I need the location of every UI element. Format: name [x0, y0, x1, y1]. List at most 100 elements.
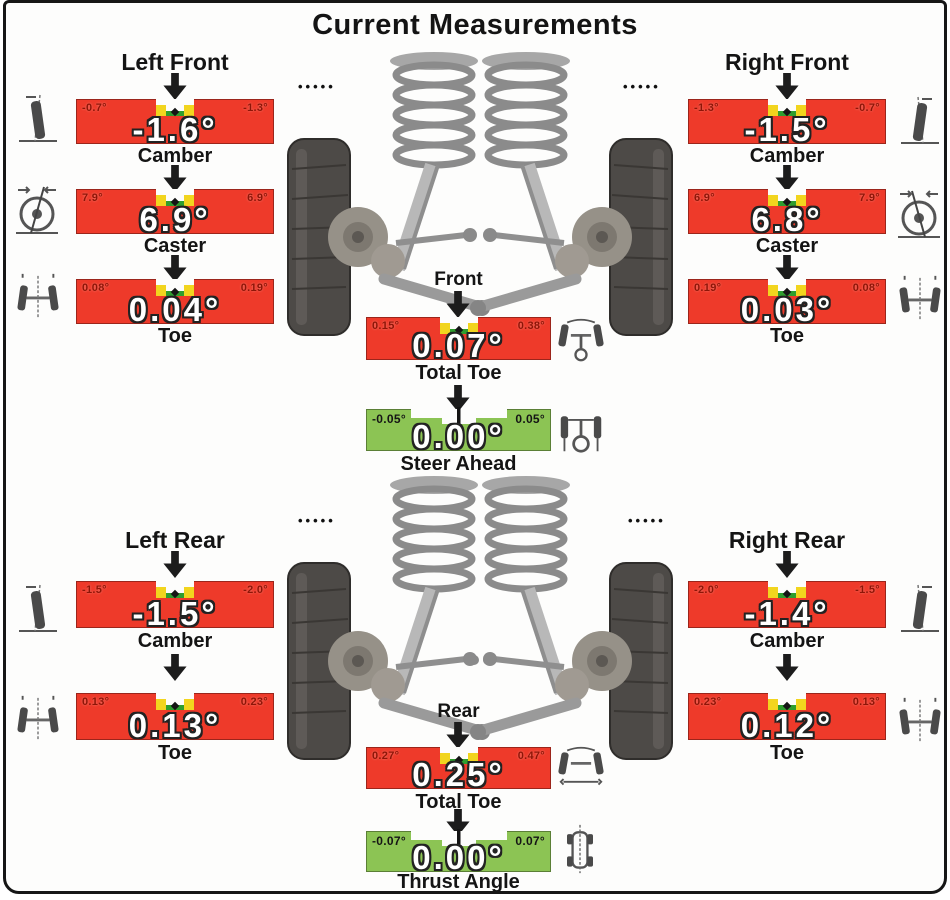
- alignment-dots: •••••: [298, 513, 336, 528]
- spec-indicator: [768, 99, 806, 117]
- camber-icon: [16, 91, 60, 145]
- rf-camber-bar: -1.3° -0.7° -1.5°: [688, 99, 886, 148]
- limit-left: 6.9°: [694, 192, 715, 204]
- alignment-dots: •••••: [298, 79, 336, 94]
- rr-camber-bar: -2.0° -1.5° -1.4°: [688, 581, 886, 632]
- right-front-label: Right Front: [725, 49, 849, 75]
- spec-indicator: [156, 279, 194, 297]
- lr-camber-bar: -1.5° -2.0° -1.5°: [76, 581, 274, 632]
- limit-right: -1.5°: [855, 584, 880, 596]
- metric-label: Thrust Angle: [397, 871, 520, 893]
- page-title: Current Measurements: [312, 9, 638, 41]
- limit-right: 0.05°: [515, 412, 545, 426]
- toe-icon: [896, 693, 944, 747]
- total-toe-icon: [558, 315, 604, 365]
- front-suspension-image: [284, 47, 676, 337]
- limit-right: 0.13°: [852, 696, 880, 708]
- limit-left: -0.07°: [372, 834, 406, 848]
- measurement-value: -1.5°: [132, 595, 218, 632]
- lf-caster-bar: 7.9° 6.9° 6.9°: [76, 189, 274, 238]
- down-arrow-icon: [163, 551, 187, 578]
- front-label: Front: [434, 269, 483, 290]
- measurement-value: 0.04°: [128, 291, 222, 328]
- spec-indicator: [156, 581, 194, 599]
- down-arrow-icon: [446, 385, 470, 412]
- down-arrow-icon: [775, 255, 799, 282]
- limit-right: 0.07°: [515, 834, 545, 848]
- metric-label: Caster: [143, 235, 207, 257]
- limit-right: 0.38°: [517, 320, 545, 332]
- spec-indicator: [768, 693, 806, 711]
- measurement-value: 0.07°: [412, 327, 505, 364]
- alignment-dots: •••••: [628, 513, 666, 528]
- spec-indicator: [768, 189, 806, 207]
- measurement-value: 0.00°: [412, 839, 505, 876]
- measurement-value: 0.03°: [740, 291, 834, 328]
- down-arrow-icon: [446, 809, 470, 836]
- limit-left: -1.3°: [694, 102, 719, 114]
- limit-right: 7.9°: [859, 192, 880, 204]
- thrust-angle-bar: -0.07° 0.07° 0.00°: [366, 829, 551, 876]
- down-arrow-icon: [775, 654, 799, 681]
- toe-icon: [14, 269, 62, 323]
- down-arrow-icon: [163, 255, 187, 282]
- needle-indicator: [456, 407, 461, 434]
- down-arrow-icon: [163, 165, 187, 192]
- metric-label: Total Toe: [415, 791, 502, 813]
- alignment-dots: •••••: [623, 79, 661, 94]
- left-front-label: Left Front: [121, 49, 229, 75]
- steer-ahead-icon: [558, 405, 604, 457]
- limit-right: 0.08°: [852, 282, 880, 294]
- limit-left: 7.9°: [82, 192, 103, 204]
- lr-toe-bar: 0.13° 0.23° 0.13°: [76, 693, 274, 744]
- measurement-value: 6.9°: [139, 201, 211, 238]
- current-measurements-screen: Current Measurements: [3, 0, 947, 894]
- measurement-value: -1.4°: [744, 595, 830, 632]
- camber-icon: [898, 93, 942, 147]
- measurement-value: -1.6°: [132, 111, 218, 148]
- camber-icon: [898, 581, 942, 635]
- thrust-angle-icon: [564, 823, 596, 875]
- measurement-value: -1.5°: [744, 111, 830, 148]
- metric-label: Camber: [749, 145, 825, 167]
- limit-left: -1.5°: [82, 584, 107, 596]
- down-arrow-icon: [775, 73, 799, 100]
- measurement-value: 6.8°: [751, 201, 823, 238]
- rf-caster-bar: 6.9° 7.9° 6.8°: [688, 189, 886, 238]
- rear-label: Rear: [437, 701, 480, 722]
- metric-label: Total Toe: [415, 362, 502, 384]
- down-arrow-icon: [446, 291, 470, 318]
- metric-label: Toe: [769, 325, 805, 347]
- limit-left: 0.23°: [694, 696, 722, 708]
- rf-toe-bar: 0.19° 0.08° 0.03°: [688, 279, 886, 328]
- measurement-value: 0.00°: [412, 418, 505, 455]
- lf-camber-bar: -0.7° -1.3° -1.6°: [76, 99, 274, 148]
- down-arrow-icon: [775, 551, 799, 578]
- metric-label: Camber: [749, 630, 825, 652]
- measurement-value: 0.13°: [128, 707, 222, 744]
- limit-left: 0.13°: [82, 696, 110, 708]
- metric-label: Steer Ahead: [400, 453, 517, 475]
- limit-right: 0.19°: [240, 282, 268, 294]
- spec-indicator: [156, 99, 194, 117]
- limit-right: -1.3°: [243, 102, 268, 114]
- toe-icon: [896, 271, 944, 325]
- metric-label: Toe: [157, 742, 193, 764]
- limit-right: 0.47°: [517, 750, 545, 762]
- down-arrow-icon: [775, 165, 799, 192]
- rear-suspension-image: [284, 471, 676, 761]
- right-rear-label: Right Rear: [728, 527, 846, 553]
- metric-label: Camber: [137, 630, 213, 652]
- measurement-value: 0.25°: [412, 756, 505, 793]
- front-total-toe-bar: 0.15° 0.38° 0.07°: [366, 317, 551, 364]
- spec-indicator: [156, 189, 194, 207]
- limit-right: 6.9°: [247, 192, 268, 204]
- spec-indicator: [439, 747, 478, 765]
- limit-left: -0.7°: [82, 102, 107, 114]
- caster-icon: [14, 183, 60, 237]
- caster-icon: [896, 187, 942, 241]
- limit-right: -2.0°: [243, 584, 268, 596]
- limit-left: -2.0°: [694, 584, 719, 596]
- measurement-value: 0.12°: [740, 707, 834, 744]
- toe-icon: [14, 691, 62, 745]
